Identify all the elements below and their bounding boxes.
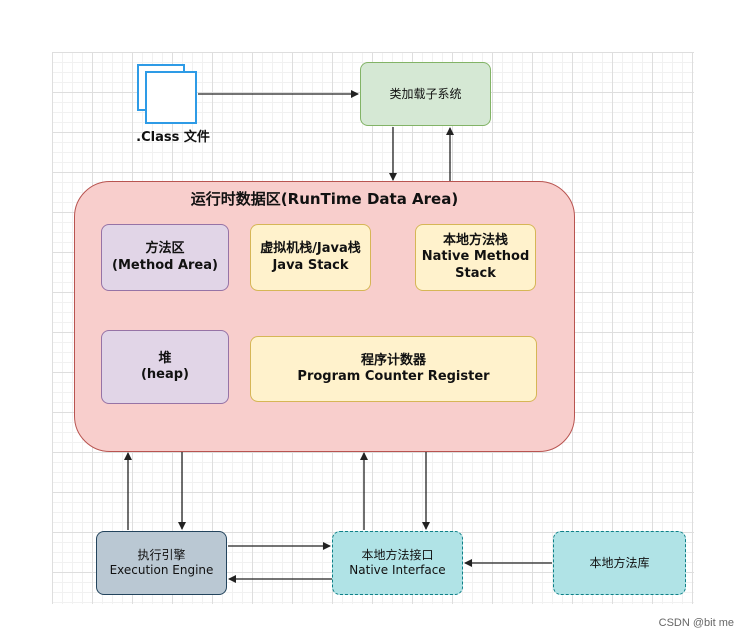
java-stack-line1: 虚拟机栈/Java栈 bbox=[260, 241, 361, 257]
execution-engine-line2: Execution Engine bbox=[109, 563, 214, 577]
class-loader-node[interactable]: 类加载子系统 bbox=[360, 62, 491, 126]
native-stack-line3: Stack bbox=[455, 265, 496, 281]
watermark: CSDN @bit me bbox=[658, 617, 734, 629]
program-counter-register-node[interactable]: 程序计数器 Program Counter Register bbox=[250, 336, 537, 402]
execution-engine-node[interactable]: 执行引擎 Execution Engine bbox=[96, 531, 227, 595]
pc-register-line1: 程序计数器 bbox=[360, 352, 426, 368]
native-library-label: 本地方法库 bbox=[589, 555, 650, 570]
java-stack-line2: Java Stack bbox=[272, 257, 349, 273]
runtime-data-area-title: 运行时数据区(RunTime Data Area) bbox=[190, 190, 459, 208]
execution-engine-line1: 执行引擎 bbox=[137, 548, 186, 562]
native-stack-line2: Native Method bbox=[421, 249, 530, 265]
native-method-stack-node[interactable]: 本地方法栈 Native Method Stack bbox=[415, 224, 536, 291]
native-interface-line2: Native Interface bbox=[349, 563, 446, 577]
method-area-line2: (Method Area) bbox=[112, 257, 218, 273]
heap-line1: 堆 bbox=[158, 350, 172, 366]
method-area-node[interactable]: 方法区 (Method Area) bbox=[101, 224, 229, 291]
runtime-data-area[interactable] bbox=[74, 181, 575, 452]
native-interface-line1: 本地方法接口 bbox=[361, 548, 434, 562]
class-loader-label: 类加载子系统 bbox=[389, 86, 462, 101]
file-icon bbox=[145, 71, 197, 124]
native-stack-line1: 本地方法栈 bbox=[442, 233, 508, 249]
java-stack-node[interactable]: 虚拟机栈/Java栈 Java Stack bbox=[250, 224, 371, 291]
heap-node[interactable]: 堆 (heap) bbox=[101, 330, 229, 404]
method-area-line1: 方法区 bbox=[145, 241, 185, 257]
class-file-label: .Class 文件 bbox=[136, 130, 210, 145]
pc-register-line2: Program Counter Register bbox=[297, 369, 490, 384]
heap-line2: (heap) bbox=[140, 367, 190, 382]
native-library-node[interactable]: 本地方法库 bbox=[553, 531, 686, 595]
native-interface-node[interactable]: 本地方法接口 Native Interface bbox=[332, 531, 463, 595]
